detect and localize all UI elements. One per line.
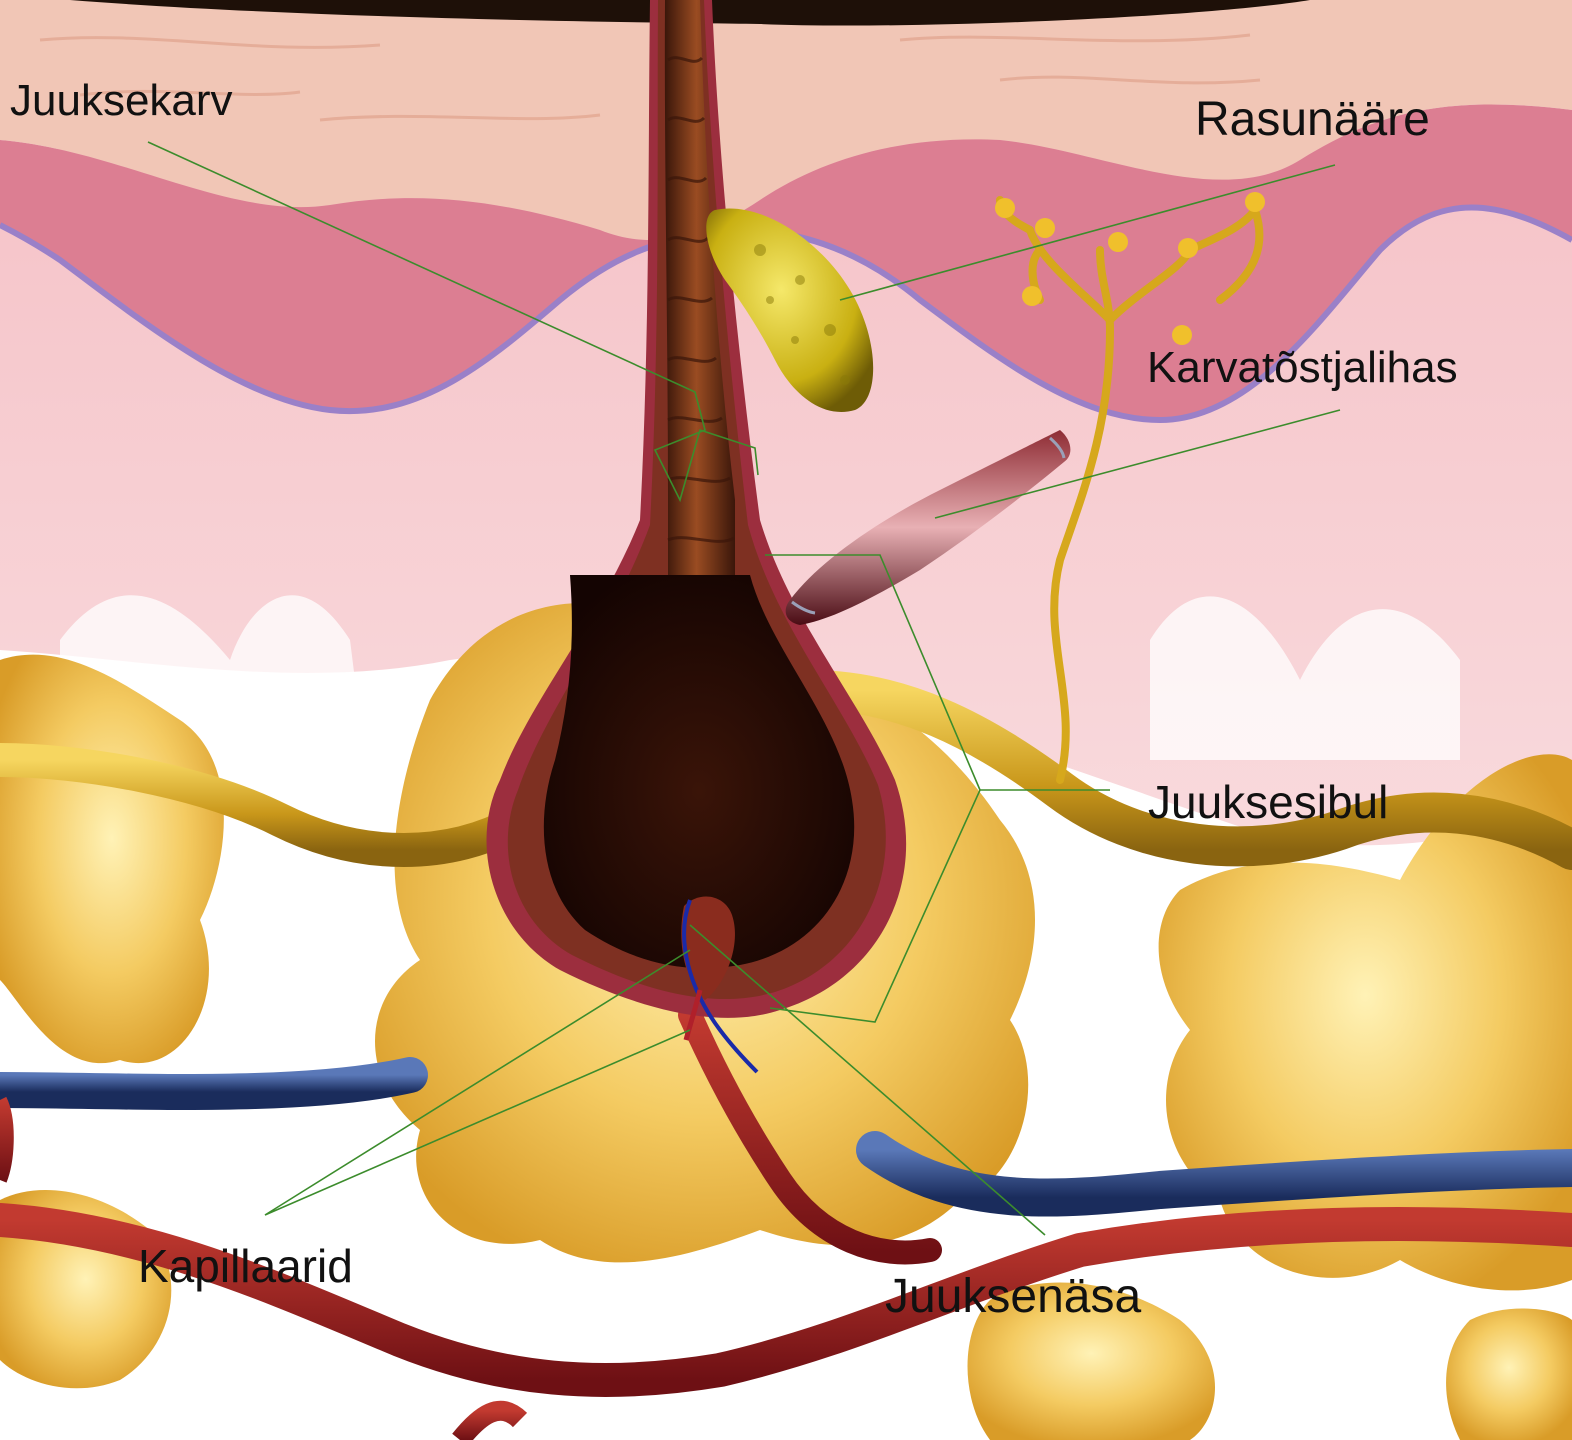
label-capillaries: Kapillaarid <box>138 1240 353 1292</box>
label-hair-bulb: Juuksesibul <box>1148 776 1388 828</box>
vein-left <box>0 1075 410 1092</box>
artery-small-left <box>0 1100 7 1180</box>
label-sebaceous-gland: Rasunääre <box>1195 93 1430 146</box>
label-arrector-pili: Karvatõstjalihas <box>1147 343 1458 392</box>
label-hair-shaft: Juuksekarv <box>10 76 233 125</box>
label-hair-papilla: Juuksenäsa <box>885 1270 1141 1323</box>
